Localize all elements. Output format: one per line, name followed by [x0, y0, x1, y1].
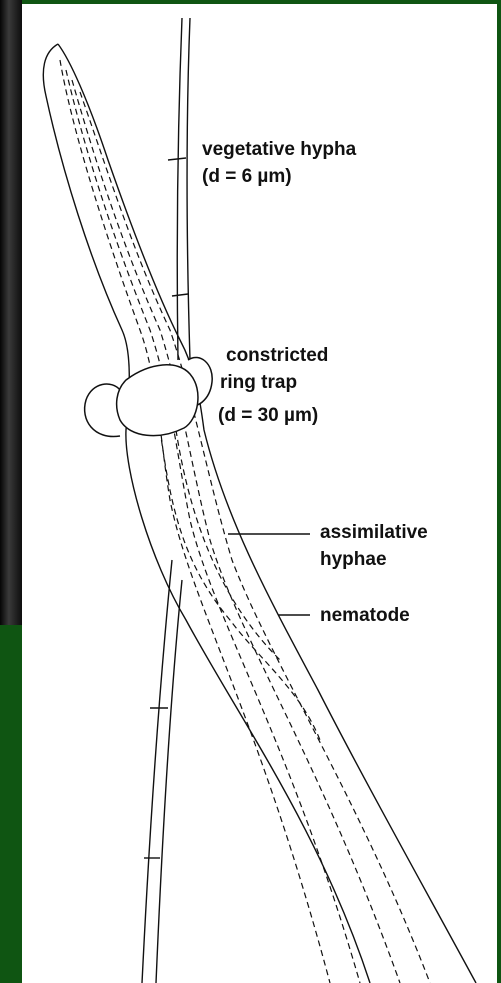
vegetative-hypha-lower — [156, 580, 182, 983]
vegetative-hypha-upper — [177, 18, 182, 360]
label-nematode: nematode — [320, 602, 410, 629]
label-vegetative-hypha: vegetative hypha — [202, 136, 356, 163]
label-constricted: constricted — [226, 342, 328, 369]
label-hyphae: hyphae — [320, 546, 387, 573]
label-ring-trap: ring trap — [220, 369, 297, 396]
vegetative-hypha-upper — [187, 18, 190, 360]
ring-trap — [85, 357, 213, 436]
label-assimilative: assimilative — [320, 519, 428, 546]
label-vegetative-hypha-diameter: (d = 6 µm) — [202, 163, 292, 190]
label-ring-trap-diameter: (d = 30 µm) — [218, 402, 318, 429]
